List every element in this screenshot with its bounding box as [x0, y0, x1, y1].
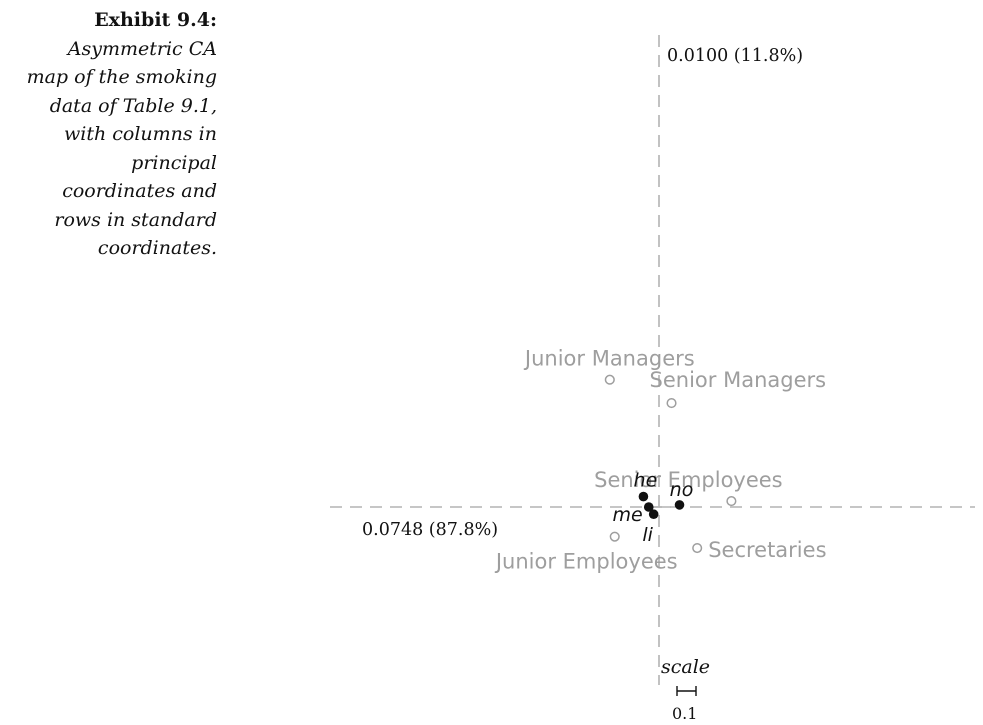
- caption-line: coordinates and: [62, 180, 217, 202]
- column-point-senior-employees: [726, 496, 737, 507]
- caption-line: principal: [131, 151, 217, 174]
- row-point-me: [643, 502, 654, 512]
- caption-line: coordinates.: [97, 237, 217, 259]
- row-label-li: li: [642, 524, 653, 546]
- column-point-junior-managers: [604, 374, 615, 385]
- column-point-senior-managers: [666, 398, 677, 409]
- horizontal-axis-inertia-label: 0.0748 (87.8%): [362, 520, 498, 540]
- column-point-junior-employees: [609, 531, 620, 542]
- row-label-no: no: [670, 479, 694, 501]
- row-point-he: [638, 491, 649, 502]
- caption-line: data of Table 9.1,: [49, 94, 217, 117]
- scale-label: scale: [661, 656, 710, 678]
- column-label-secretaries: Secretaries: [708, 538, 826, 562]
- caption-exhibit-number: Exhibit 9.4:: [94, 9, 217, 31]
- caption-line: map of the smoking: [26, 66, 217, 88]
- row-label-me: me: [613, 504, 643, 526]
- row-point-li: [648, 509, 659, 520]
- column-label-senior-employees: Senior Employees: [594, 468, 783, 492]
- column-point-secretaries: [692, 542, 703, 554]
- column-label-junior-employees: Junior Employees: [494, 550, 678, 574]
- column-label-junior-managers: Junior Managers: [523, 347, 695, 371]
- scale-value: 0.1: [672, 704, 697, 723]
- caption-line: Asymmetric CA: [67, 37, 217, 60]
- caption-line: with columns in: [63, 123, 217, 145]
- row-label-he: he: [634, 470, 658, 492]
- figure-caption: Exhibit 9.4: Asymmetric CA map of the sm…: [0, 6, 217, 263]
- row-point-no: [674, 500, 685, 510]
- column-label-senior-managers: Senior Managers: [650, 368, 827, 392]
- caption-line: rows in standard: [54, 208, 217, 231]
- vertical-axis-inertia-label: 0.0100 (11.8%): [667, 46, 803, 66]
